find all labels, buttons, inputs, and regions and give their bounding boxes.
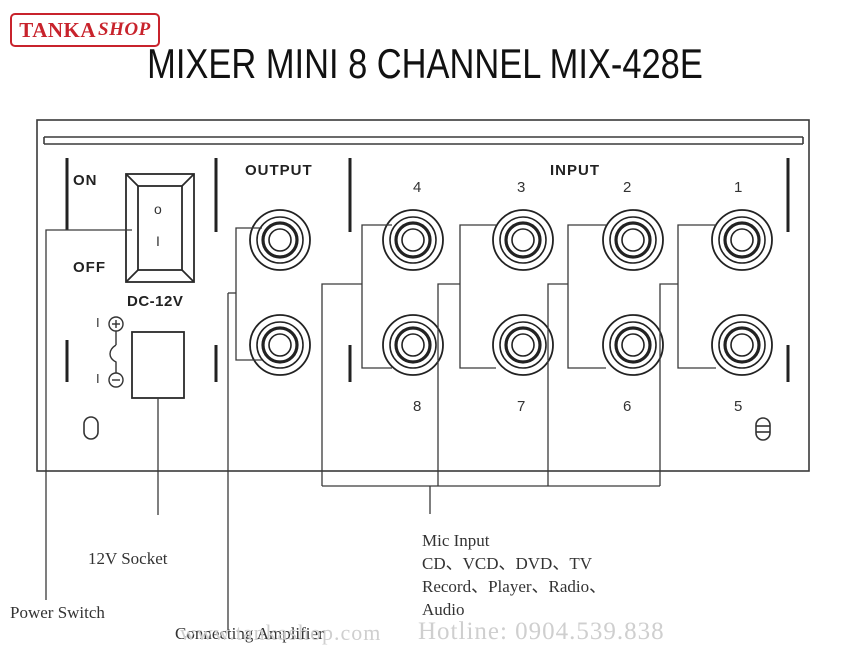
mic-input-callout: Mic Input CD、VCD、DVD、TV Record、Player、Ra…	[422, 529, 606, 621]
callout-lines	[45, 224, 716, 630]
input-number: 2	[623, 179, 632, 196]
shop-logo: TANKA SHOP	[10, 13, 160, 47]
output-jack	[249, 314, 311, 376]
logo-word-shop: SHOP	[98, 19, 151, 40]
input-jack	[492, 314, 554, 376]
input-number: 5	[734, 398, 743, 415]
switch-on-label: ON	[73, 172, 98, 189]
watermark-site: www.tankashop.com	[180, 620, 382, 645]
switch-off-mark: I	[156, 233, 160, 249]
input-number: 6	[623, 398, 632, 415]
amplifier-callout: Connecting Amplifier	[175, 624, 324, 643]
input-jack	[602, 209, 664, 271]
output-label: OUTPUT	[245, 162, 313, 179]
mounting-holes	[83, 416, 771, 441]
polarity-mark-top: I	[96, 315, 100, 330]
input-jack	[602, 314, 664, 376]
dc-socket	[131, 331, 185, 399]
input-number: 8	[413, 398, 422, 415]
watermark-hotline: Hotline: 0904.539.838	[418, 618, 665, 645]
mic-input-line: Audio	[422, 600, 465, 619]
output-jack	[249, 209, 311, 271]
socket-callout: 12V Socket	[88, 549, 168, 568]
logo-word-tanka: TANKA	[19, 17, 97, 42]
input-number: 4	[413, 179, 422, 196]
page-title: MIXER MINI 8 CHANNEL MIX-428E	[147, 40, 703, 87]
input-jack	[711, 209, 773, 271]
panel-outline	[36, 119, 810, 472]
mic-input-line: Mic Input	[422, 531, 490, 550]
mic-input-line: CD、VCD、DVD、TV	[422, 554, 592, 573]
dc-12v-label: DC-12V	[127, 293, 184, 310]
switch-off-label: OFF	[73, 259, 106, 276]
panel-dividers	[65, 158, 790, 382]
mic-input-line: Record、Player、Radio、	[422, 577, 607, 596]
polarity-mark-bottom: I	[96, 371, 100, 386]
switch-on-mark: o	[154, 201, 162, 217]
input-number: 3	[517, 179, 526, 196]
input-jack	[492, 209, 554, 271]
input-number: 1	[734, 179, 743, 196]
input-label: INPUT	[550, 162, 600, 179]
power-switch	[125, 173, 195, 283]
input-jack	[382, 209, 444, 271]
input-jack	[711, 314, 773, 376]
input-jack	[382, 314, 444, 376]
polarity-symbol	[108, 316, 124, 388]
input-number: 7	[517, 398, 526, 415]
power-switch-callout: Power Switch	[10, 603, 105, 622]
rca-jacks	[249, 209, 773, 376]
